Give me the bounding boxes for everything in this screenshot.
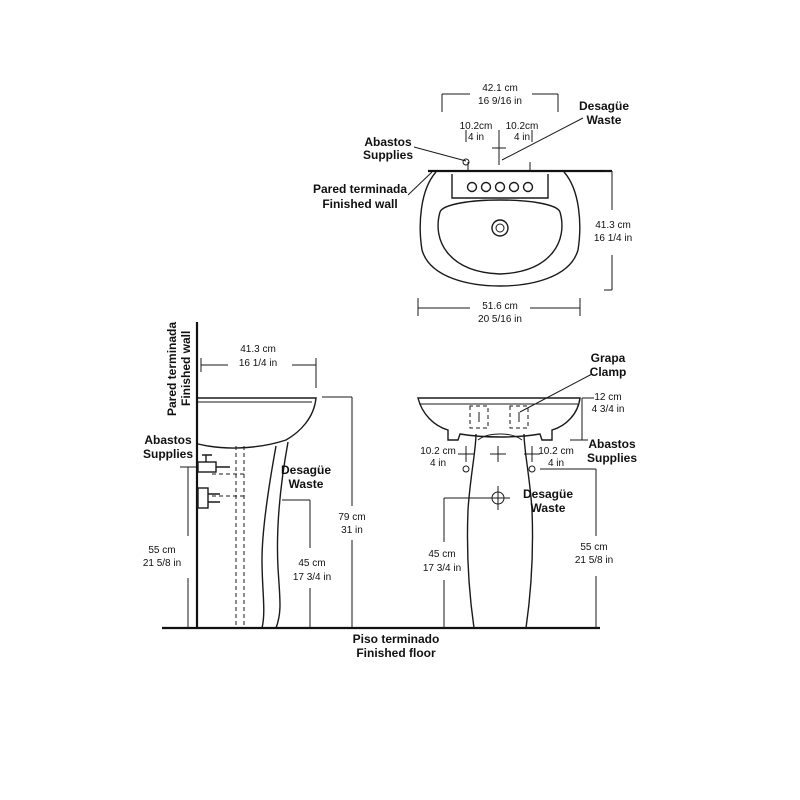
side-depth-dimension-line xyxy=(200,358,317,388)
front-supplies-label-en: Supplies xyxy=(587,451,637,465)
side-supply-height-cm: 55 cm xyxy=(148,545,175,556)
front-waste-label-es: Desagüe xyxy=(523,487,573,501)
side-supplies-label-es: Abastos xyxy=(144,433,192,447)
front-supply-marks-icon xyxy=(458,446,540,473)
side-wall-label-es: Pared terminada xyxy=(165,322,179,416)
top-depth-cm: 41.3 cm xyxy=(595,220,631,231)
front-clamp-in: 4 3/4 in xyxy=(592,404,625,415)
top-overall-cm: 42.1 cm xyxy=(482,83,518,94)
side-total-height-dimension-line xyxy=(322,396,353,628)
top-right-spacing-in: 4 in xyxy=(514,132,530,143)
top-spacing-dimension-lines xyxy=(465,130,533,165)
side-waste-label-es: Desagüe xyxy=(281,463,331,477)
side-total-height-in: 31 in xyxy=(341,525,363,536)
top-basin-outer-outline xyxy=(419,171,581,287)
top-depth-in: 16 1/4 in xyxy=(594,233,632,244)
top-view: 42.1 cm 16 9/16 in 10.2cm 4 in 10.2cm 4 … xyxy=(313,83,632,325)
top-waste-label-es: Desagüe xyxy=(579,99,629,113)
front-waste-height-dimension-line xyxy=(443,497,490,628)
top-overall-in: 16 9/16 in xyxy=(478,96,522,107)
top-waste-label-en: Waste xyxy=(587,113,622,127)
front-clamp-leader xyxy=(519,373,593,413)
top-wall-label-es: Pared terminada xyxy=(313,182,407,196)
top-left-spacing-cm: 10.2cm xyxy=(460,121,493,132)
front-basin-outline xyxy=(417,397,581,441)
front-waste-label-en: Waste xyxy=(531,501,566,515)
floor: Piso terminado Finished floor xyxy=(162,626,600,660)
top-supply-fitting-icon xyxy=(462,158,470,166)
front-supplies-label-es: Abastos xyxy=(588,437,636,451)
side-basin-profile xyxy=(197,397,317,449)
side-wall-label-en: Finished wall xyxy=(179,331,193,406)
top-drain-icon xyxy=(491,219,509,237)
floor-label-en: Finished floor xyxy=(356,646,436,660)
front-supply-height-cm: 55 cm xyxy=(580,542,607,553)
top-width-cm: 51.6 cm xyxy=(482,301,518,312)
top-overall-dimension-line xyxy=(441,93,559,112)
front-clamp-label-es: Grapa xyxy=(591,351,626,365)
front-pedestal-top xyxy=(477,433,523,441)
front-supply-height-in: 21 5/8 in xyxy=(575,555,613,566)
side-trap-icon xyxy=(197,487,220,509)
side-plumbing-dashed-lines xyxy=(212,446,245,628)
top-width-dimension-line xyxy=(417,298,581,316)
front-supply-height-dimension-line xyxy=(540,468,597,628)
front-waste-height-in: 17 3/4 in xyxy=(423,563,461,574)
side-supply-valve-icon xyxy=(197,454,230,473)
top-supplies-label-en: Supplies xyxy=(363,148,413,162)
side-view: Pared terminada Finished wall 41.3 cm 16… xyxy=(143,322,366,629)
top-left-spacing-in: 4 in xyxy=(468,132,484,143)
front-waste-height-cm: 45 cm xyxy=(428,549,455,560)
side-waste-height-cm: 45 cm xyxy=(298,558,325,569)
top-supplies-label-es: Abastos xyxy=(364,135,412,149)
front-left-offset-cm: 10.2 cm xyxy=(420,446,456,457)
side-depth-in: 16 1/4 in xyxy=(239,358,277,369)
side-depth-cm: 41.3 cm xyxy=(240,344,276,355)
top-basin-bowl-outline xyxy=(437,199,563,275)
top-supply-marks xyxy=(467,162,531,170)
floor-label-es: Piso terminado xyxy=(353,632,440,646)
front-clamp-dimension-line xyxy=(570,397,594,441)
front-left-offset-in: 4 in xyxy=(430,458,446,469)
top-right-spacing-cm: 10.2cm xyxy=(506,121,539,132)
front-right-offset-in: 4 in xyxy=(548,458,564,469)
side-total-height-cm: 79 cm xyxy=(338,512,365,523)
top-faucet-holes-icon xyxy=(466,181,534,193)
front-clamp-label-en: Clamp xyxy=(590,365,627,379)
front-pedestal-outline xyxy=(466,433,534,629)
side-supply-height-dimension-line xyxy=(180,466,196,628)
side-waste-height-in: 17 3/4 in xyxy=(293,572,331,583)
side-supplies-label-en: Supplies xyxy=(143,447,193,461)
side-waste-label-en: Waste xyxy=(289,477,324,491)
top-wall-leader xyxy=(407,171,433,196)
front-clamp-brackets-icon xyxy=(469,405,529,429)
front-view: Grapa Clamp 12 cm 4 3/4 in xyxy=(417,351,637,629)
side-waste-height-dimension-line xyxy=(282,499,311,628)
top-width-in: 20 5/16 in xyxy=(478,314,522,325)
top-waste-leader xyxy=(501,117,584,161)
top-depth-dimension-line xyxy=(604,170,613,291)
top-wall-label-en: Finished wall xyxy=(322,197,397,211)
top-basin-deck-outline xyxy=(451,174,549,199)
top-supplies-leader xyxy=(413,146,467,162)
front-right-offset-cm: 10.2 cm xyxy=(538,446,574,457)
side-pedestal-profile xyxy=(261,441,289,629)
side-supply-height-in: 21 5/8 in xyxy=(143,558,181,569)
front-clamp-cm: 12 cm xyxy=(594,392,621,403)
